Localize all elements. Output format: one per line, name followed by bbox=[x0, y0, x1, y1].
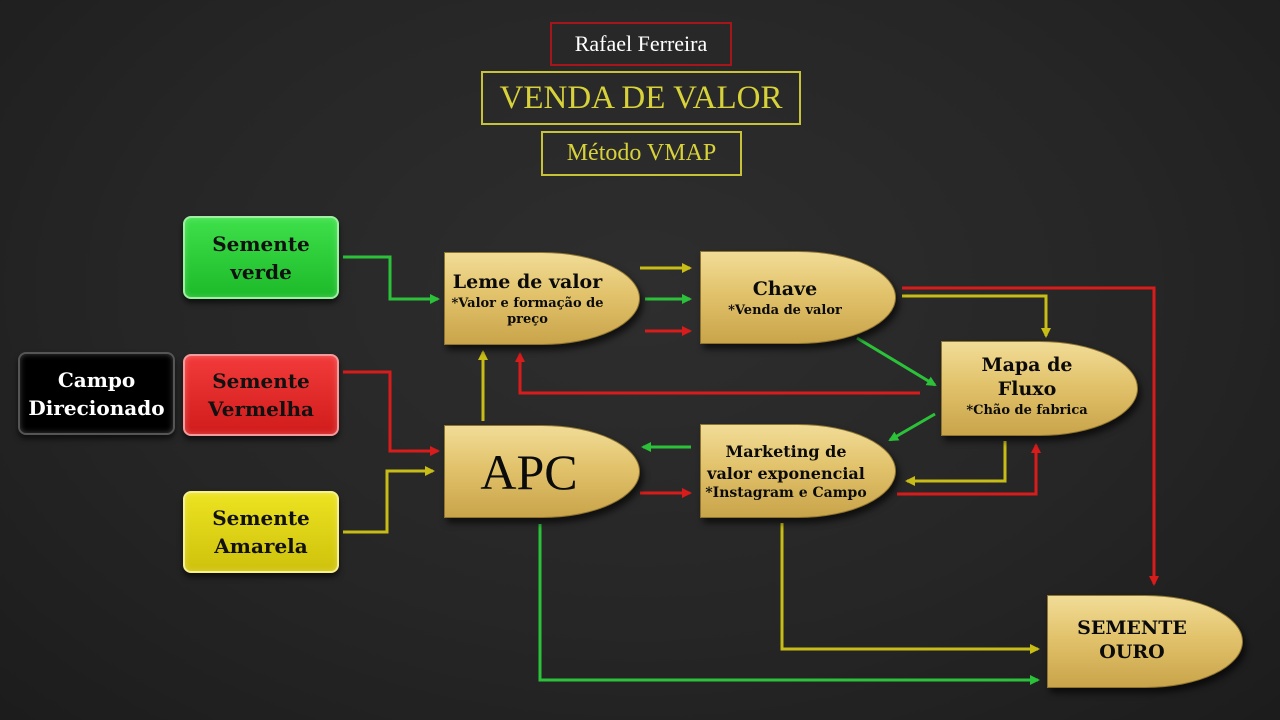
page-title: VENDA DE VALOR bbox=[481, 71, 801, 125]
node-apc: APC bbox=[444, 425, 640, 518]
seed-green-line1: Semente bbox=[212, 231, 310, 256]
mapa-title1: Mapa de bbox=[981, 354, 1073, 376]
author-label: Rafael Ferreira bbox=[550, 22, 732, 66]
arrow-mapa-to-mkt-yellow bbox=[905, 441, 1007, 486]
seed-red-line1: Semente bbox=[212, 369, 310, 393]
seed-green-box: Semente verde bbox=[183, 216, 339, 299]
leme-sub1: *Valor e formação de bbox=[451, 296, 604, 311]
seed-red-box: Semente Vermelha bbox=[183, 354, 339, 436]
arrow-chave-to-mapa-green bbox=[856, 336, 937, 387]
arrow-chave-to-ouro-red bbox=[902, 286, 1159, 586]
apc-title: APC bbox=[480, 444, 578, 500]
leme-title: Leme de valor bbox=[452, 271, 603, 293]
seed-yellow-box: Semente Amarela bbox=[183, 491, 339, 573]
mkt-line1: Marketing de bbox=[725, 442, 847, 461]
node-chave: Chave *Venda de valor bbox=[700, 251, 896, 344]
ouro-line1: SEMENTE bbox=[1077, 617, 1187, 639]
mkt-line3: *Instagram e Campo bbox=[705, 485, 867, 501]
ouro-line2: OURO bbox=[1099, 641, 1165, 663]
seed-yellow-line2: Amarela bbox=[214, 534, 308, 558]
method-label: Método VMAP bbox=[541, 131, 742, 176]
arrow-apc-to-ouro-green bbox=[538, 524, 1040, 685]
leme-sub2: preço bbox=[507, 312, 548, 327]
seed-red-line2: Vermelha bbox=[208, 397, 314, 421]
seed-green-line2: verde bbox=[230, 259, 292, 284]
node-semente-ouro: SEMENTE OURO bbox=[1047, 595, 1243, 688]
node-mapa-de-fluxo: Mapa de Fluxo *Chão de fabrica bbox=[941, 341, 1138, 436]
mkt-line2: valor exponencial bbox=[707, 464, 865, 483]
chave-title: Chave bbox=[752, 278, 818, 300]
arrow-mapa-to-mkt-green bbox=[888, 412, 936, 442]
mapa-title2: Fluxo bbox=[997, 378, 1057, 400]
node-marketing-valor-exponencial: Marketing de valor exponencial *Instagra… bbox=[700, 424, 896, 518]
seed-yellow-line1: Semente bbox=[212, 506, 310, 530]
campo-line2: Direcionado bbox=[28, 395, 165, 420]
campo-direcionado-box: Campo Direcionado bbox=[18, 352, 175, 435]
arrow-mapa-to-leme bbox=[515, 352, 920, 395]
arrow-green-seed-to-leme bbox=[343, 255, 440, 304]
arrow-chave-to-mapa-yellow bbox=[902, 294, 1051, 338]
chave-sub: *Venda de valor bbox=[728, 303, 842, 318]
arrow-yellow-seed-to-apc bbox=[343, 466, 435, 534]
arrow-mkt-to-mapa-red bbox=[897, 443, 1041, 496]
mapa-sub: *Chão de fabrica bbox=[966, 403, 1088, 418]
node-leme-de-valor: Leme de valor *Valor e formação de preço bbox=[444, 252, 640, 345]
arrow-red-seed-to-apc bbox=[343, 370, 440, 456]
arrow-mkt-to-ouro-yellow bbox=[780, 523, 1040, 654]
campo-line1: Campo bbox=[57, 367, 136, 392]
